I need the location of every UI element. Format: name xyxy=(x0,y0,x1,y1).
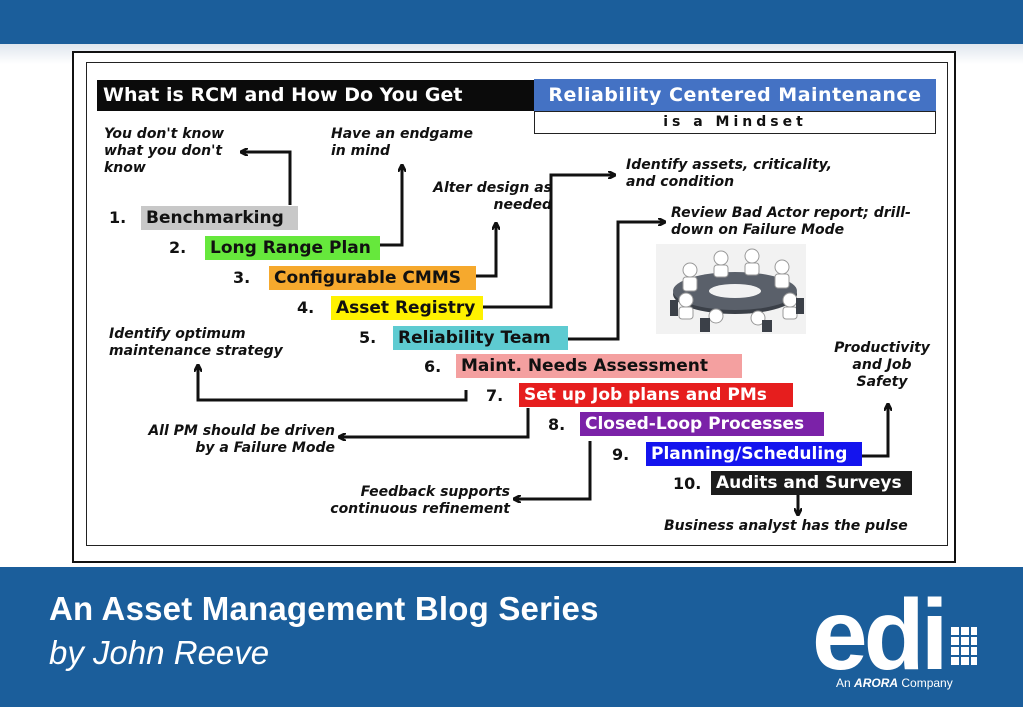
diagram-inner-border xyxy=(86,62,948,546)
arora-brand: ARORA xyxy=(854,676,899,690)
footer-banner xyxy=(0,567,1023,707)
arrow-benchmarking xyxy=(242,152,292,205)
step-needs-assessment: Maint. Needs Assessment xyxy=(456,354,742,378)
note-optimum-strategy: Identify optimum maintenance strategy xyxy=(109,326,283,359)
step-asset-registry: Asset Registry xyxy=(331,296,483,320)
logo-tagline: An ARORA Company xyxy=(836,676,953,690)
note-dont-know: You don't know what you don't know xyxy=(104,126,225,176)
note-identify-assets: Identify assets, criticality, and condit… xyxy=(626,157,832,190)
arrow-long-range-plan xyxy=(380,166,402,247)
step-6-number: 6. xyxy=(424,357,442,376)
meeting-illustration xyxy=(656,244,806,334)
top-banner xyxy=(0,0,1023,44)
step-planning-scheduling: Planning/Scheduling xyxy=(646,442,862,466)
step-9-number: 9. xyxy=(612,445,630,464)
step-3-number: 3. xyxy=(233,268,251,287)
arrow-closed-loop xyxy=(515,441,592,499)
blog-series-title: An Asset Management Blog Series xyxy=(49,590,599,627)
edi-logo: edi xyxy=(812,581,977,691)
step-configurable-cmms: Configurable CMMS xyxy=(269,266,476,290)
arrow-asset-registry xyxy=(483,175,614,309)
rcm-banner: Reliability Centered Maintenance xyxy=(534,79,936,111)
step-4-number: 4. xyxy=(297,298,315,317)
note-feedback: Feedback supports continuous refinement xyxy=(330,484,510,517)
step-benchmarking: Benchmarking xyxy=(141,206,298,230)
step-10-number: 10. xyxy=(673,474,702,493)
arrow-needs-assessment xyxy=(198,366,468,402)
step-7-number: 7. xyxy=(486,386,504,405)
step-reliability-team: Reliability Team xyxy=(393,326,568,350)
note-productivity: Productivity and Job Safety xyxy=(834,340,930,390)
step-closed-loop: Closed-Loop Processes xyxy=(580,412,824,436)
note-alter-design: Alter design as needed xyxy=(433,180,552,213)
author-byline: by John Reeve xyxy=(49,634,270,671)
note-bad-actor: Review Bad Actor report; drill-down on F… xyxy=(671,205,911,238)
step-8-number: 8. xyxy=(548,415,566,434)
step-2-number: 2. xyxy=(169,238,187,257)
arrow-job-plans xyxy=(340,408,530,437)
step-1-number: 1. xyxy=(109,208,127,227)
step-long-range-plan: Long Range Plan xyxy=(205,236,380,260)
arrow-planning xyxy=(862,405,888,458)
step-5-number: 5. xyxy=(359,328,377,347)
arrow-reliability-team xyxy=(568,222,664,341)
note-failure-mode: All PM should be driven by a Failure Mod… xyxy=(148,423,335,456)
step-audits-surveys: Audits and Surveys xyxy=(711,471,912,495)
note-pulse: Business analyst has the pulse xyxy=(664,518,908,534)
step-job-plans: Set up Job plans and PMs xyxy=(519,383,793,407)
arrow-cmms xyxy=(476,224,496,278)
diagram-title: What is RCM and How Do You Get There? xyxy=(97,80,534,137)
note-endgame: Have an endgame in mind xyxy=(331,126,473,159)
edi-logo-text: edi xyxy=(812,581,944,691)
mindset-label: is a Mindset xyxy=(534,111,936,134)
